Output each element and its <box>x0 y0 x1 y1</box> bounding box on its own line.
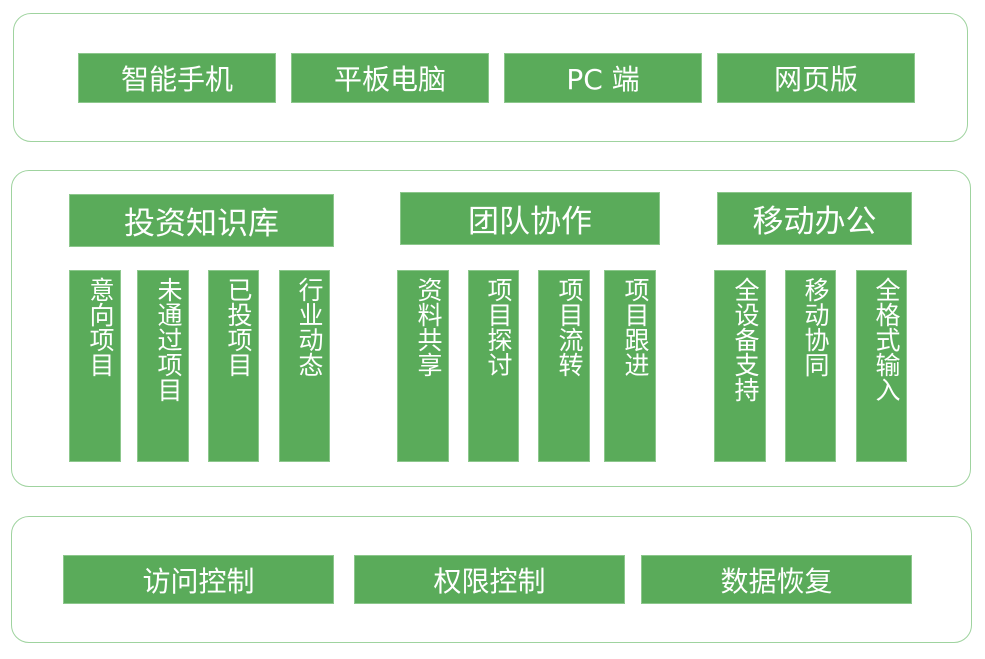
platform-smartphone: 智能手机 <box>78 53 276 103</box>
item-label: 资料共享 <box>414 277 443 377</box>
modules-panel <box>11 170 971 487</box>
platform-tablet: 平板电脑 <box>291 53 489 103</box>
module-investment-header: 投资知识库 <box>69 194 334 247</box>
item-label: 已投项目 <box>224 277 253 377</box>
item-label: 意向项目 <box>86 277 115 377</box>
team-item: 项目流转 <box>538 270 590 462</box>
platform-panel <box>13 13 968 142</box>
item-label: 移动协同 <box>801 277 830 377</box>
mobile-item: 移动协同 <box>785 270 836 462</box>
platform-web: 网页版 <box>717 53 915 103</box>
team-item: 项目探讨 <box>468 270 519 462</box>
investment-item: 未通过项目 <box>137 270 189 462</box>
item-label: 未通过项目 <box>154 277 183 402</box>
security-permission-control: 权限控制 <box>354 555 625 604</box>
team-item: 项目跟进 <box>604 270 656 462</box>
item-label: 项目跟进 <box>621 277 650 377</box>
team-item: 资料共享 <box>397 270 449 462</box>
item-label: 项目流转 <box>555 277 584 377</box>
module-mobile-header: 移动办公 <box>717 192 912 245</box>
item-label: 项目探讨 <box>484 277 513 377</box>
investment-item: 已投项目 <box>208 270 259 462</box>
platform-pc: PC 端 <box>504 53 702 103</box>
item-label: 全设备支持 <box>731 277 760 402</box>
security-data-recovery: 数据恢复 <box>641 555 912 604</box>
mobile-item: 全设备支持 <box>714 270 766 462</box>
investment-item: 意向项目 <box>69 270 121 462</box>
module-team-header: 团队协作 <box>400 192 660 245</box>
item-label: 行业动态 <box>295 277 324 377</box>
security-panel <box>11 516 972 643</box>
security-access-control: 访问控制 <box>63 555 334 604</box>
investment-item: 行业动态 <box>279 270 330 462</box>
mobile-item: 全格式输入 <box>856 270 907 462</box>
item-label: 全格式输入 <box>872 277 901 402</box>
